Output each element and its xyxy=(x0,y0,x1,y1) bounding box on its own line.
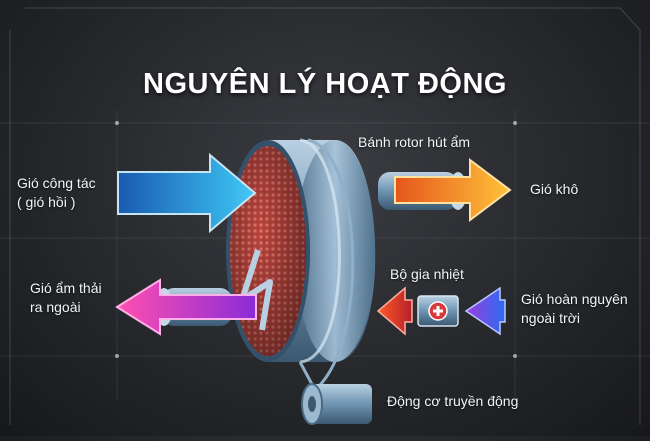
regen-air-label: Gió hoàn nguyên ngoài trời xyxy=(521,290,628,328)
heater-label: Bộ gia nhiệt xyxy=(390,266,464,282)
rotor-bracket xyxy=(239,249,273,331)
dry-air-arrow xyxy=(394,158,512,222)
dry-air-label: Gió khô xyxy=(530,181,579,197)
working-air-label: Gió công tác ( gió hồi ) xyxy=(17,174,96,212)
heater xyxy=(417,295,459,327)
working-air-label-line1: Gió công tác xyxy=(17,175,96,191)
regen-air-arrow xyxy=(464,286,506,336)
regen-air-label-line2: ngoài trời xyxy=(521,310,580,326)
humid-exhaust-label: Gió ẩm thải ra ngoài xyxy=(30,279,102,317)
humid-exhaust-label-line2: ra ngoài xyxy=(30,299,81,315)
humid-exhaust-label-line1: Gió ẩm thải xyxy=(30,280,102,296)
frame-glow-dots xyxy=(115,121,517,358)
rotor-label: Bánh rotor hút ẩm xyxy=(358,134,471,150)
regen-air-label-line1: Gió hoàn nguyên xyxy=(521,291,628,307)
plus-in-circle-icon xyxy=(428,301,448,321)
humid-exhaust-arrow xyxy=(115,278,257,336)
diagram-title: NGUYÊN LÝ HOẠT ĐỘNG xyxy=(143,68,507,100)
working-air-label-line2: ( gió hồi ) xyxy=(17,194,76,210)
heated-air-arrow xyxy=(376,286,413,336)
drive-motor xyxy=(301,383,372,425)
motor-label: Động cơ truyền động xyxy=(387,393,519,409)
working-air-arrow xyxy=(117,152,257,234)
